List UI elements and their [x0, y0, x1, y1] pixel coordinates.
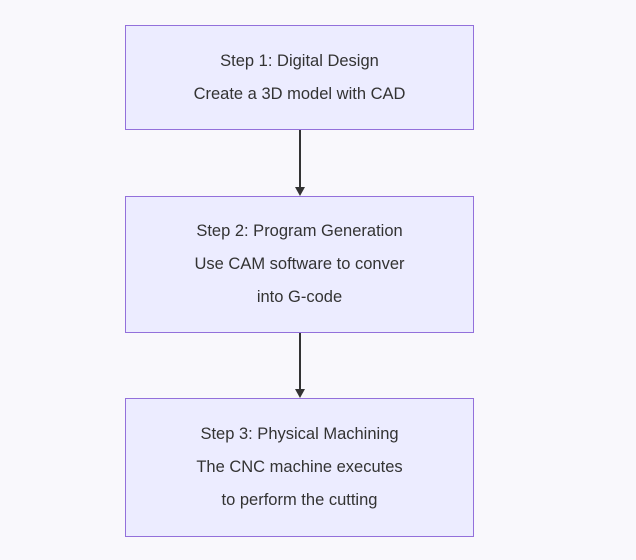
arrowhead-down-icon [294, 187, 305, 196]
arrow-shaft [298, 333, 301, 389]
arrow-step2-to-step3 [294, 333, 305, 398]
node-step2-description-line2: into G-code [256, 288, 343, 306]
node-step3-description-line1: The CNC machine executes [196, 458, 403, 476]
flowchart-node-step3: Step 3: Physical Machining The CNC machi… [125, 398, 474, 537]
arrowhead-down-icon [294, 389, 305, 398]
node-step1-title: Step 1: Digital Design [220, 51, 379, 70]
node-step3-description-line2: to perform the cutting [221, 491, 378, 509]
arrow-step1-to-step2 [294, 130, 305, 196]
flowchart-node-step2: Step 2: Program Generation Use CAM softw… [125, 196, 474, 333]
node-step2-description-line1: Use CAM software to conver [194, 255, 405, 273]
node-step3-title: Step 3: Physical Machining [200, 425, 399, 443]
node-step2-title: Step 2: Program Generation [196, 222, 403, 240]
flowchart-node-step1: Step 1: Digital Design Create a 3D model… [125, 25, 474, 130]
arrow-shaft [298, 130, 301, 187]
node-step1-description: Create a 3D model with CAD [193, 84, 406, 103]
